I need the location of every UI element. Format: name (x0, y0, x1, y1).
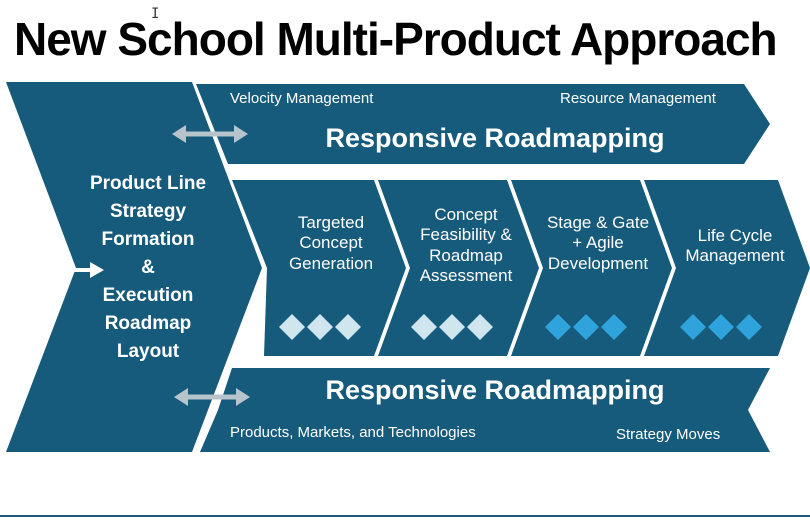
left-block-label: Product Line Strategy Formation & Execut… (80, 170, 216, 366)
text-cursor-icon: I (151, 6, 160, 22)
phase-line: Development (547, 253, 649, 273)
phase-label-life-cycle: Life Cycle Management (672, 226, 798, 267)
left-block-line: Strategy (109, 201, 187, 222)
bottom-divider (0, 515, 810, 517)
bottom-band-title: Responsive Roadmapping (325, 375, 665, 405)
diamond-icon (680, 314, 706, 340)
top-band-title: Responsive Roadmapping (325, 123, 665, 153)
left-block-line: Execution (102, 285, 194, 306)
phase-line: Targeted (297, 213, 365, 232)
phase-line: Feasibility & (420, 225, 512, 245)
phase-line: + Agile (572, 233, 624, 253)
input-arrow-icon (72, 262, 104, 278)
diamond-icon (736, 314, 762, 340)
phase-line: Assessment (419, 266, 513, 286)
phase-chevron-4 (644, 180, 810, 356)
diamond-icon (573, 314, 599, 340)
diamond-icon (335, 314, 361, 340)
phase-label-targeted-concept: Targeted Concept Generation (270, 213, 392, 274)
phase-line: Stage & Gate (546, 213, 650, 232)
double-arrow-top-icon (172, 125, 248, 143)
resource-management-label: Resource Management (560, 90, 716, 107)
phase-line: Generation (288, 253, 374, 273)
diamond-icon (601, 314, 627, 340)
diamond-icon (545, 314, 571, 340)
top-roadmapping-band (196, 84, 770, 164)
phase-chevron-2 (378, 180, 539, 356)
phase-line: Roadmap (429, 245, 503, 265)
left-strategy-chevron (6, 82, 262, 452)
phase-label-stage-gate: Stage & Gate + Agile Development (536, 213, 660, 274)
products-markets-technologies-label: Products, Markets, and Technologies (230, 424, 476, 441)
left-block-line: & (141, 257, 155, 278)
double-arrow-bottom-icon (174, 388, 250, 406)
diamond-icon (439, 314, 465, 340)
diamond-icon (279, 314, 305, 340)
phase-label-concept-feasibility: Concept Feasibility & Roadmap Assessment (404, 205, 528, 287)
phase-chevron-1 (232, 180, 406, 356)
diamond-icon (411, 314, 437, 340)
diamond-icon (307, 314, 333, 340)
diamond-icon (708, 314, 734, 340)
phase-line: Concept (299, 233, 363, 253)
velocity-management-label: Velocity Management (230, 90, 374, 107)
left-block-line: Layout (116, 341, 180, 362)
left-block-line: Roadmap (104, 313, 192, 334)
diamond-icon (467, 314, 493, 340)
phase-chevron-3 (511, 180, 672, 356)
bottom-roadmapping-band (200, 368, 770, 452)
left-block-line: Formation (101, 229, 195, 250)
page-title: New School Multi-Product Approach (14, 13, 778, 65)
phase-line: Life Cycle (697, 226, 773, 245)
left-block-line: Product Line (89, 173, 207, 194)
phase-line: Concept (434, 205, 498, 224)
phase-line: Management (685, 246, 785, 266)
strategy-moves-label: Strategy Moves (616, 426, 721, 443)
